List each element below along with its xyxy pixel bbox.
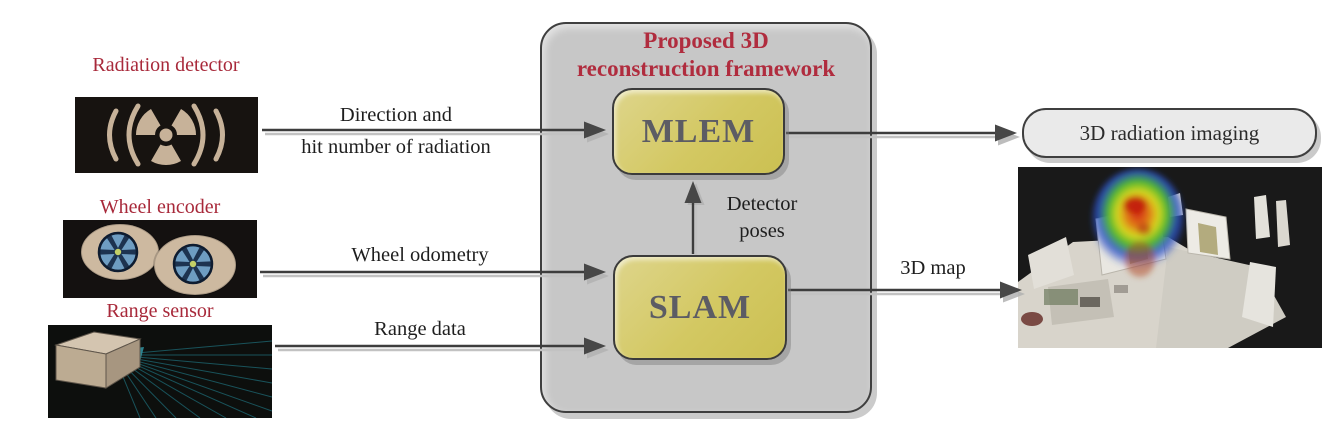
- radiation-arcs: [107, 103, 225, 167]
- radiation-heatmap-blob: [1092, 169, 1184, 277]
- framework-title-line2: reconstruction framework: [576, 56, 836, 82]
- radiation-flow-label-line2: hit number of radiation: [301, 136, 491, 158]
- arrow-slam-to-map: [788, 281, 1025, 303]
- mlem-label: MLEM: [641, 112, 756, 150]
- wheel-encoder-label: Wheel encoder: [99, 196, 221, 218]
- framework-title: Proposed 3D reconstruction framework: [546, 27, 866, 83]
- right-wheel: [153, 234, 237, 296]
- radiation-detector-label: Radiation detector: [92, 54, 240, 76]
- radiation-imaging-label: 3D radiation imaging: [1079, 120, 1260, 145]
- slam-label: SLAM: [648, 288, 752, 326]
- detector-poses-line2: poses: [739, 219, 785, 242]
- range-flow-label: Range data: [374, 318, 466, 340]
- map-pillar-1: [1254, 195, 1270, 239]
- left-wheel: [80, 223, 160, 281]
- map-door-right: [1198, 223, 1218, 255]
- framework-title-line1: Proposed 3D: [643, 28, 769, 53]
- map-flow-label: 3D map: [900, 257, 966, 279]
- radiation-trefoil-icon: [135, 109, 197, 166]
- radiation-flow-label-line1: Direction and: [339, 104, 453, 126]
- range-sensor-label: Range sensor: [106, 300, 214, 322]
- detector-poses-line1: Detector: [726, 193, 798, 215]
- map-clutter-dark: [1080, 297, 1100, 307]
- wheel-flow-label: Wheel odometry: [351, 244, 489, 266]
- radiation-detector-image: [75, 97, 258, 173]
- map-wall-left: [1028, 237, 1074, 289]
- wheel-encoder-image: [63, 220, 257, 298]
- arrow-range-to-slam: [275, 337, 609, 359]
- map-wall-lower-right: [1242, 262, 1276, 327]
- 3d-map-image: [1018, 167, 1322, 348]
- map-clutter-gray: [1114, 285, 1128, 293]
- map-clutter-green: [1044, 289, 1078, 305]
- map-pillar-2: [1276, 200, 1290, 247]
- sensor-box: [54, 331, 142, 389]
- range-sensor-image: [48, 325, 272, 418]
- arrow-mlem-to-imaging: [786, 124, 1020, 146]
- arrow-wheel-to-slam: [260, 263, 609, 285]
- map-clutter-red: [1021, 312, 1043, 326]
- radiation-imaging-box: 3D radiation imaging: [1022, 108, 1317, 158]
- mlem-block: MLEM: [612, 88, 785, 175]
- arrow-radiation-to-mlem: [262, 121, 609, 143]
- slam-block: SLAM: [613, 255, 787, 360]
- detector-poses-label: Detector poses: [697, 191, 827, 244]
- arrow-slam-to-mlem: [684, 181, 705, 256]
